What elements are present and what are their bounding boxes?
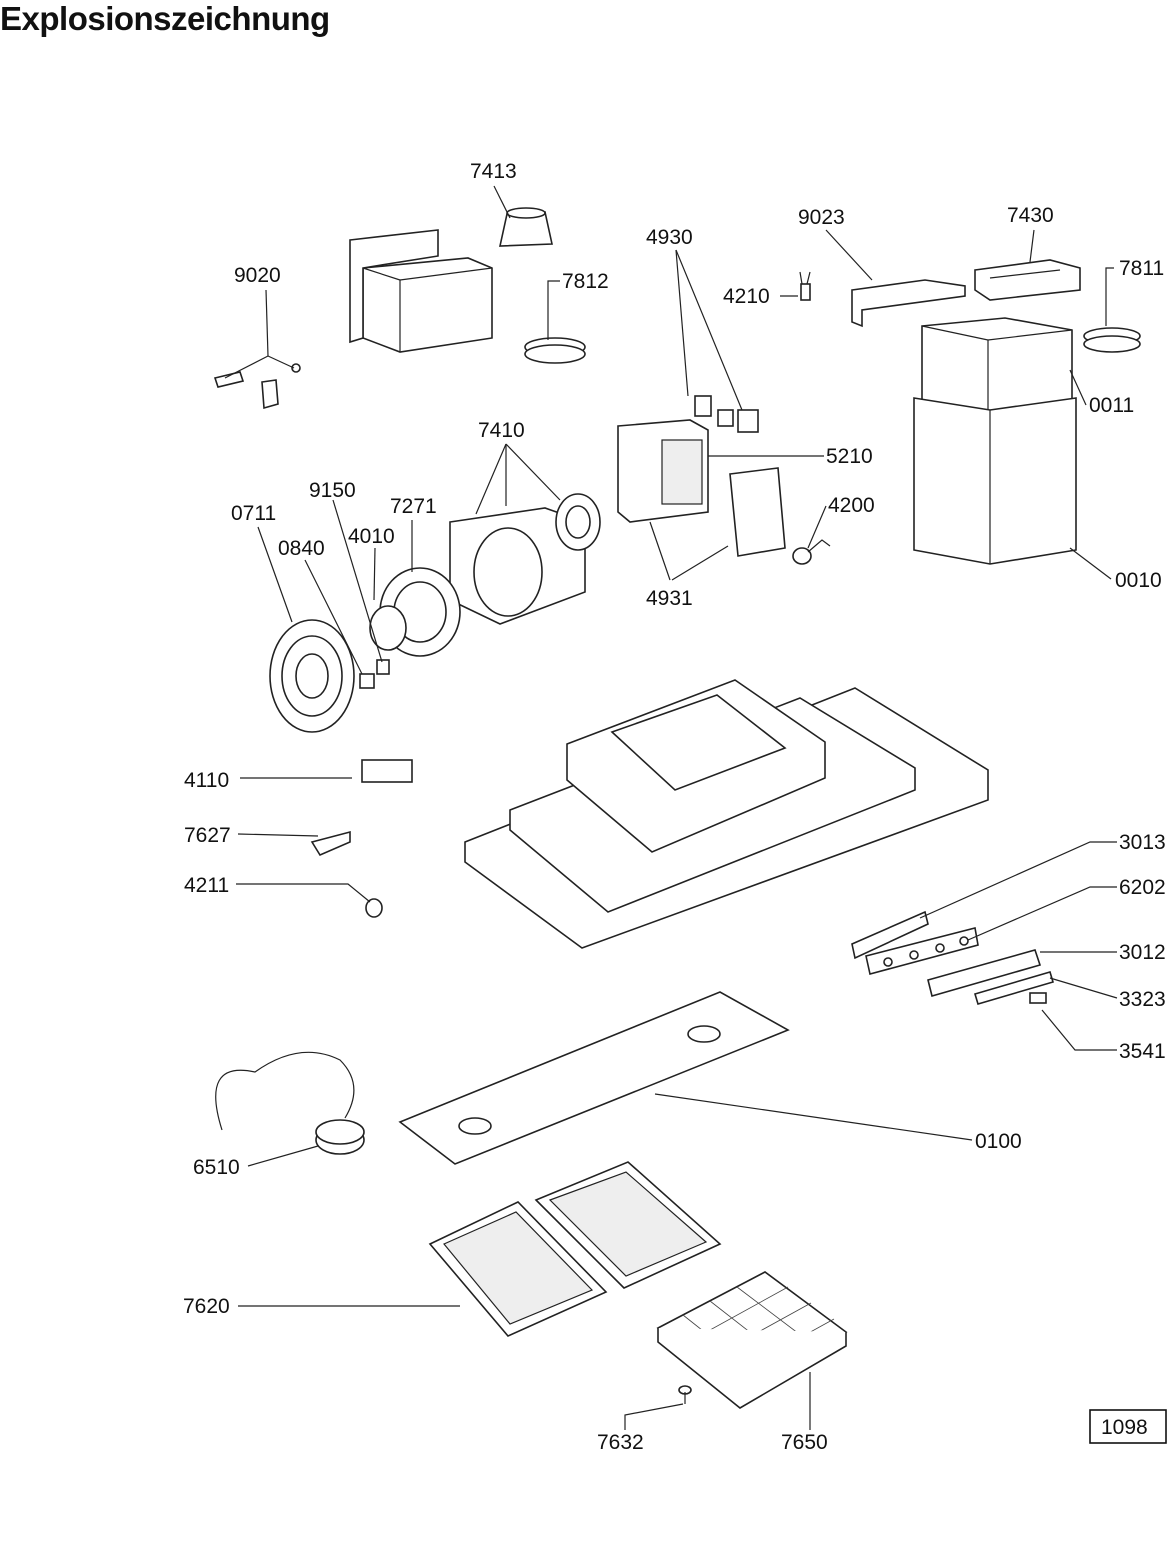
part-4211-lamp [365,898,383,918]
label-3012: 3012 [1119,941,1166,964]
part-hood-body [464,679,989,949]
part-6202-knob-panel [865,927,979,975]
label-7410: 7410 [478,419,525,442]
label-3013: 3013 [1119,831,1166,854]
part-mounting-box [349,229,493,353]
part-4210-capacitor [799,271,811,301]
part-0100-filter-frame [398,991,790,1165]
label-4930: 4930 [646,226,693,249]
label-0011: 0011 [1089,394,1134,417]
label-0010: 0010 [1115,569,1162,592]
part-7410-blower-housing [449,493,601,625]
label-0100: 0100 [975,1130,1022,1153]
label-9150: 9150 [309,479,356,502]
part-7430-flap [974,259,1081,301]
part-7650-carbon-filter [656,1271,848,1409]
part-3012-strip [927,949,1042,997]
part-0010-lower-chimney [913,397,1077,565]
label-0711: 0711 [231,502,276,525]
label-6510: 6510 [193,1156,240,1179]
label-7811: 7811 [1119,257,1164,280]
label-4110: 4110 [184,769,229,792]
part-9020-screws [213,363,301,410]
label-3541: 3541 [1119,1040,1166,1063]
part-4931-control-box [617,419,709,523]
label-4211: 4211 [184,874,229,897]
part-7811-ring [1083,327,1141,353]
page-number-box: 1098 [1089,1409,1167,1444]
label-7620: 7620 [183,1295,230,1318]
page-number: 1098 [1101,1416,1148,1439]
part-4931-cover [729,467,786,557]
part-0711-grille [269,619,355,733]
label-7627: 7627 [184,824,231,847]
label-7413: 7413 [470,160,517,183]
part-4110-switch [361,759,413,783]
label-0840: 0840 [278,537,325,560]
part-labels: 7413 9020 7812 4930 4210 9023 7430 7811 … [183,160,1166,1454]
part-3323-buttons [974,971,1054,1005]
label-4010: 4010 [348,525,395,548]
label-3323: 3323 [1119,988,1166,1011]
part-4930-relays [694,395,759,433]
label-7812: 7812 [562,270,609,293]
part-4200-capacitor [792,539,831,565]
part-0011-upper-chimney [921,317,1073,413]
label-4210: 4210 [723,285,770,308]
part-6510-lamp [215,1051,365,1155]
label-7632: 7632 [597,1431,644,1454]
label-7271: 7271 [390,495,437,518]
label-7650: 7650 [781,1431,828,1454]
part-7812-ring [524,337,586,364]
part-7271-impeller [369,567,461,657]
label-9020: 9020 [234,264,281,287]
leader-lines [224,185,1118,1430]
label-7430: 7430 [1007,204,1054,227]
part-9023-bracket [851,279,966,328]
part-7620-grease-filters [428,1161,722,1337]
label-5210: 5210 [826,445,873,468]
label-9023: 9023 [798,206,845,229]
part-7413-reducer [498,207,553,247]
label-4200: 4200 [828,494,875,517]
part-7632-screw [678,1385,692,1404]
part-3013-panel [851,910,929,960]
part-0840-nut [359,659,390,689]
label-4931: 4931 [646,587,693,610]
part-7627-clip [310,830,351,857]
part-3541-button [1029,992,1047,1004]
page-title: Explosionszeichnung [0,0,330,37]
label-6202: 6202 [1119,876,1166,899]
